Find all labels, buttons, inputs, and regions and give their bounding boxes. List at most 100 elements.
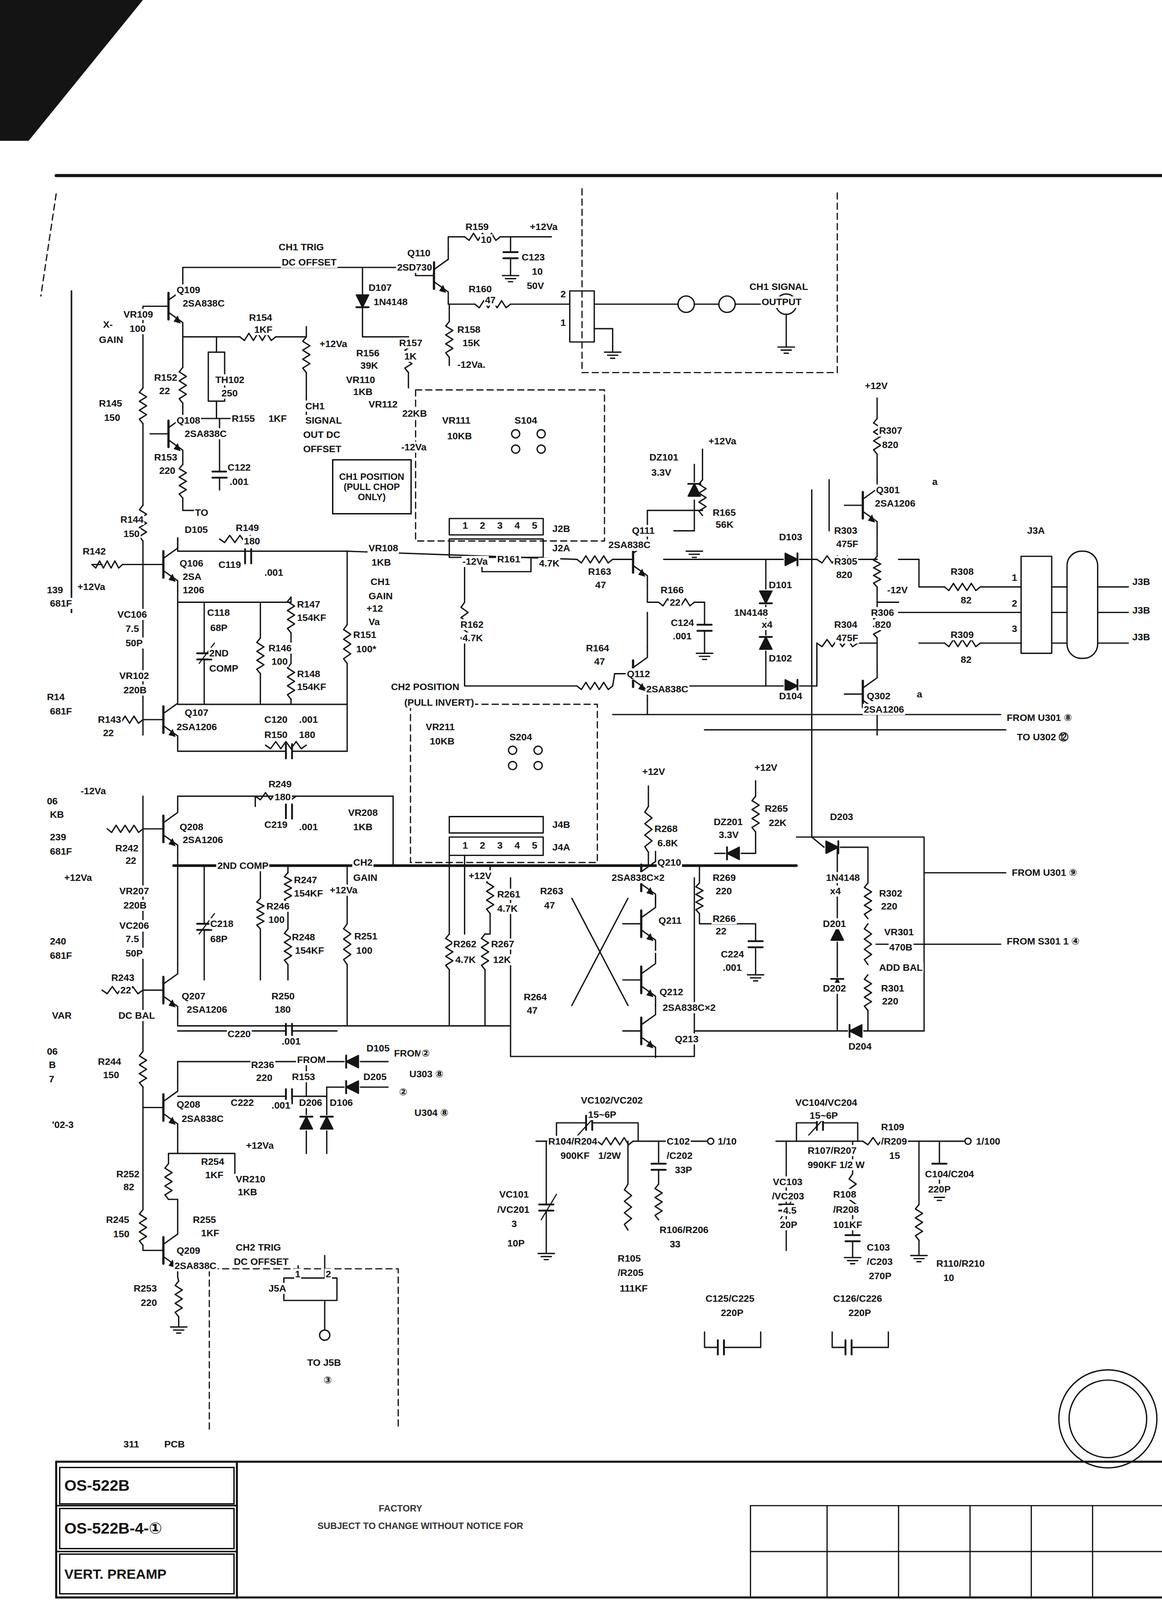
wire xyxy=(811,837,825,848)
component-label: R307 xyxy=(877,425,903,437)
transistor-arrow xyxy=(168,838,176,847)
transistor-symbol xyxy=(641,930,656,951)
wire xyxy=(876,638,878,668)
title-block-line xyxy=(749,1505,752,1598)
wire xyxy=(694,1030,848,1032)
component-label: J4A xyxy=(551,841,572,854)
wire xyxy=(918,1141,920,1205)
diode-body xyxy=(300,1117,313,1130)
component-label: 22K xyxy=(767,817,788,829)
component-label: R244 xyxy=(96,1056,122,1068)
component-label: C119 xyxy=(217,559,243,571)
component-label: C218 xyxy=(209,918,235,930)
component-label: 820 xyxy=(835,569,854,581)
component-label: 1KB xyxy=(352,821,374,833)
component-label: 1KF xyxy=(267,413,288,425)
component-label: VC102/VC202 xyxy=(580,1095,644,1107)
box-text: OS-522B-4-① xyxy=(64,1520,230,1538)
component-label: R302 xyxy=(877,888,903,900)
component-label: 68P xyxy=(209,622,229,634)
diode-body xyxy=(346,1081,359,1094)
component-label: 100 xyxy=(128,323,147,335)
diode-body xyxy=(356,295,369,308)
ground-symbol xyxy=(937,1200,942,1202)
component-label: DZ101 xyxy=(648,451,680,463)
component-label: R160 xyxy=(467,283,493,295)
wire xyxy=(796,1123,817,1142)
transistor-symbol xyxy=(163,1224,178,1245)
connector-body xyxy=(284,1278,338,1301)
component-label: /R205 xyxy=(616,1267,645,1279)
ground-symbol xyxy=(173,1329,184,1332)
component-label: R267 xyxy=(490,938,516,950)
component-label: VC101 xyxy=(498,1189,530,1201)
terminal-symbol xyxy=(319,1330,330,1341)
component-label: 2 xyxy=(559,288,567,300)
wire xyxy=(646,612,648,648)
coax-symbol xyxy=(718,296,736,313)
wire xyxy=(823,1123,858,1142)
component-label: Q211 xyxy=(657,915,683,927)
diode-bar xyxy=(345,1055,348,1069)
component-label: 220 xyxy=(139,1297,158,1309)
component-label: R268 xyxy=(653,823,679,835)
wire xyxy=(361,267,364,296)
component-label: D206 xyxy=(298,1097,324,1109)
component-label: PCB xyxy=(163,1439,186,1451)
component-label: R142 xyxy=(81,545,107,558)
ground-symbol xyxy=(781,349,792,351)
component-label: R253 xyxy=(132,1283,158,1295)
diode-bar xyxy=(759,636,773,639)
component-label: +12V xyxy=(641,766,667,778)
wire xyxy=(612,558,615,561)
resistor-symbol xyxy=(107,825,144,833)
wire xyxy=(177,1317,180,1328)
component-label: 2SA xyxy=(181,571,203,583)
transistor-symbol xyxy=(641,1004,656,1026)
component-label: CH1 TRIG xyxy=(277,241,325,253)
component-label: 2 xyxy=(479,520,487,532)
wire xyxy=(701,449,704,480)
diode-symbol xyxy=(688,484,701,497)
wire xyxy=(785,314,788,348)
terminal-symbol xyxy=(965,1138,972,1145)
wire xyxy=(857,642,878,645)
wire xyxy=(290,597,292,603)
component-label: 475F xyxy=(835,632,860,644)
transistor-symbol xyxy=(144,719,164,721)
labeled-box: OS-522B xyxy=(59,1467,235,1506)
wire xyxy=(259,929,261,981)
resistor-symbol xyxy=(139,1209,147,1246)
component-label: R156 xyxy=(355,347,381,359)
component-label: R264 xyxy=(522,991,548,1003)
component-label: CH2 TRIG xyxy=(234,1242,282,1254)
component-label: /R209 xyxy=(880,1136,908,1148)
component-label: 33P xyxy=(674,1164,694,1176)
component-label: ADD BAL xyxy=(877,962,924,974)
component-label: C126/C226 xyxy=(832,1293,884,1305)
resistor-symbol xyxy=(179,367,187,404)
diode-symbol xyxy=(849,1025,862,1038)
transistor-symbol xyxy=(433,249,449,270)
trimmer-arrow xyxy=(541,1194,557,1221)
component-label: R151 xyxy=(352,629,378,641)
wire xyxy=(142,1087,144,1210)
dashed-boundary xyxy=(415,390,605,542)
component-label: 220P xyxy=(927,1184,952,1196)
wire xyxy=(741,832,756,854)
component-label: Q207 xyxy=(180,990,207,1002)
ground-symbol xyxy=(750,977,761,979)
component-label: J2B xyxy=(551,523,572,535)
component-label: C222 xyxy=(229,1097,255,1109)
component-label: R108 xyxy=(832,1189,858,1201)
component-label: -12Va xyxy=(461,556,489,568)
border-line xyxy=(56,174,1162,178)
wire xyxy=(168,1153,178,1164)
component-label: 2SA838C×2 xyxy=(661,1002,717,1014)
transistor-symbol xyxy=(163,835,178,856)
component-label: R247 xyxy=(293,874,319,886)
wire xyxy=(448,302,475,304)
wire xyxy=(91,563,102,566)
component-label: 2SA838C×2 xyxy=(610,872,666,884)
component-label: 900KF xyxy=(559,1150,591,1162)
